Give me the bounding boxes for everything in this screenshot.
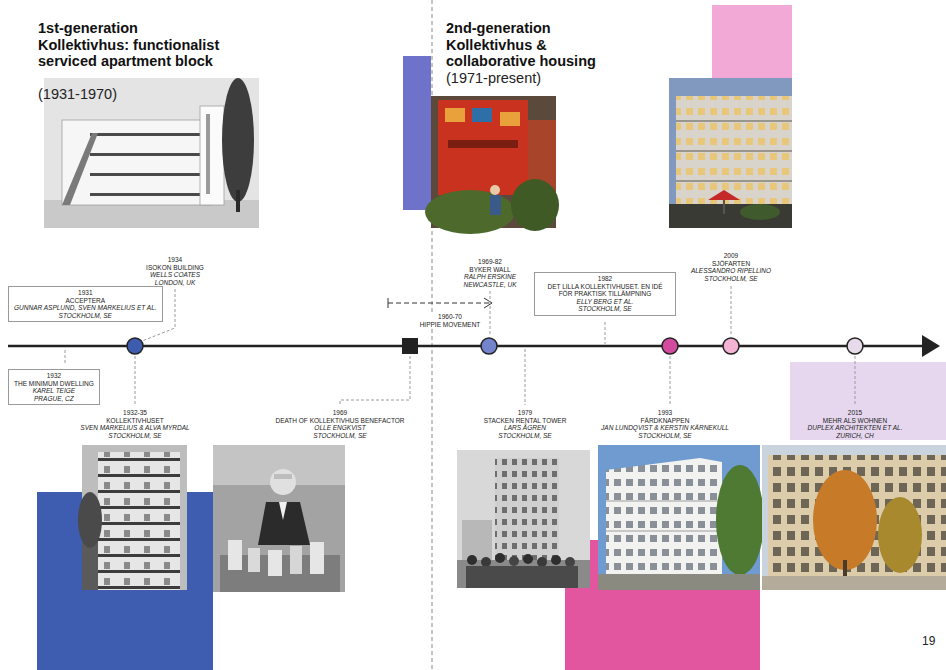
year-label: 1932-35 (80, 409, 189, 417)
entry-author: KAREL TEIGE (14, 387, 94, 395)
entry-title: BYKER WALL (463, 266, 516, 274)
timeline-entry: 1993FÄRDKNAPPENJAN LUNDQVIST & KERSTIN K… (601, 409, 729, 439)
page-number: 19 (922, 634, 935, 648)
entry-place: STOCKHOLM, SE (691, 275, 771, 283)
entry-place: LONDON, UK (146, 279, 204, 287)
entry-place: ZURICH, CH (808, 432, 903, 440)
section-heading: 1st-generation Kollektivhus: functionali… (38, 20, 223, 70)
entry-title: MEHR ALS WOHNEN (808, 417, 903, 425)
entry-title: THE MINIMUM DWELLING (14, 380, 94, 388)
timeline-entry: 1932-35KOLLEKTIVHUSETSVEN MARKELIUS & AL… (80, 409, 189, 439)
entry-author: DUPLEX ARCHITEKTEN ET AL. (808, 424, 903, 432)
year-label: 1960-70 (420, 313, 481, 321)
entry-author: JAN LUNDQVIST & KERSTIN KÄRNEKULL (601, 424, 729, 432)
entry-author: RALPH ERSKINE (463, 273, 516, 281)
year-label: 1969-82 (463, 258, 516, 266)
entry-author: LARS ÅGREN (484, 424, 567, 432)
entry-title: FÄRDKNAPPEN (601, 417, 729, 425)
year-label: 1931 (14, 289, 157, 297)
timeline-entry: 1969-82BYKER WALLRALPH ERSKINENEWCASTLE,… (463, 258, 516, 288)
year-label: 1969 (275, 409, 404, 417)
year-label: 2009 (691, 252, 771, 260)
entry-title: DET LILLA KOLLEKTIVHUSET. EN IDÉ FÖR PRA… (540, 283, 670, 298)
entry-author: ELLY BERG ET AL. (540, 298, 670, 306)
timeline-entry: 1934ISOKON BUILDINGWELLS COATESLONDON, U… (146, 256, 204, 286)
entry-author: OLLE ENGKVIST (275, 424, 404, 432)
entry-box: 1982DET LILLA KOLLEKTIVHUSET. EN IDÉ FÖR… (534, 272, 676, 316)
year-label: 2015 (808, 409, 903, 417)
entry-box: 1931ACCEPTERAGUNNAR ASPLUND, SVEN MARKEL… (8, 286, 163, 322)
entry-title: HIPPIE MOVEMENT (420, 321, 481, 329)
year-label: 1993 (601, 409, 729, 417)
year-label: 1934 (146, 256, 204, 264)
period-label: (1931-1970) (38, 86, 117, 103)
timeline-entry: 2015MEHR ALS WOHNENDUPLEX ARCHITEKTEN ET… (808, 409, 903, 439)
entry-place: NEWCASTLE, UK (463, 281, 516, 289)
entry-place: STOCKHOLM, SE (484, 432, 567, 440)
entry-author: ALESSANDRO RIPELLINO (691, 267, 771, 275)
year-label: 1979 (484, 409, 567, 417)
entry-author: WELLS COATES (146, 271, 204, 279)
entry-title: KOLLEKTIVHUSET (80, 417, 189, 425)
entry-title: ISOKON BUILDING (146, 264, 204, 272)
entry-place: STOCKHOLM, SE (80, 432, 189, 440)
timeline-entry: 1979STACKEN RENTAL TOWERLARS ÅGRENSTOCKH… (484, 409, 567, 439)
entry-place: STOCKHOLM, SE (14, 312, 157, 320)
section-heading: 2nd-generation Kollektivhus & collaborat… (446, 20, 631, 70)
entry-box: 1932THE MINIMUM DWELLINGKAREL TEIGEPRAGU… (8, 369, 100, 405)
entry-title: DEATH OF KOLLEKTIVHUS BENEFACTOR (275, 417, 404, 425)
entry-author: GUNNAR ASPLUND, SVEN MARKELIUS ET AL. (14, 304, 157, 312)
timeline-entry: 2009SJÖFARTENALESSANDRO RIPELLINOSTOCKHO… (691, 252, 771, 282)
entry-title: SJÖFARTEN (691, 260, 771, 268)
entry-title: STACKEN RENTAL TOWER (484, 417, 567, 425)
entry-title: ACCEPTERA (14, 297, 157, 305)
entry-author: SVEN MARKELIUS & ALVA MYRDAL (80, 424, 189, 432)
entry-place: PRAGUE, CZ (14, 395, 94, 403)
entry-place: STOCKHOLM, SE (540, 305, 670, 313)
entry-place: STOCKHOLM, SE (275, 432, 404, 440)
entry-place: STOCKHOLM, SE (601, 432, 729, 440)
year-label: 1982 (540, 275, 670, 283)
period-label: (1971-present) (446, 70, 541, 87)
timeline-entry: 1960-70HIPPIE MOVEMENT (418, 313, 483, 328)
timeline-entry: 1969DEATH OF KOLLEKTIVHUS BENEFACTOROLLE… (275, 409, 404, 439)
year-label: 1932 (14, 372, 94, 380)
